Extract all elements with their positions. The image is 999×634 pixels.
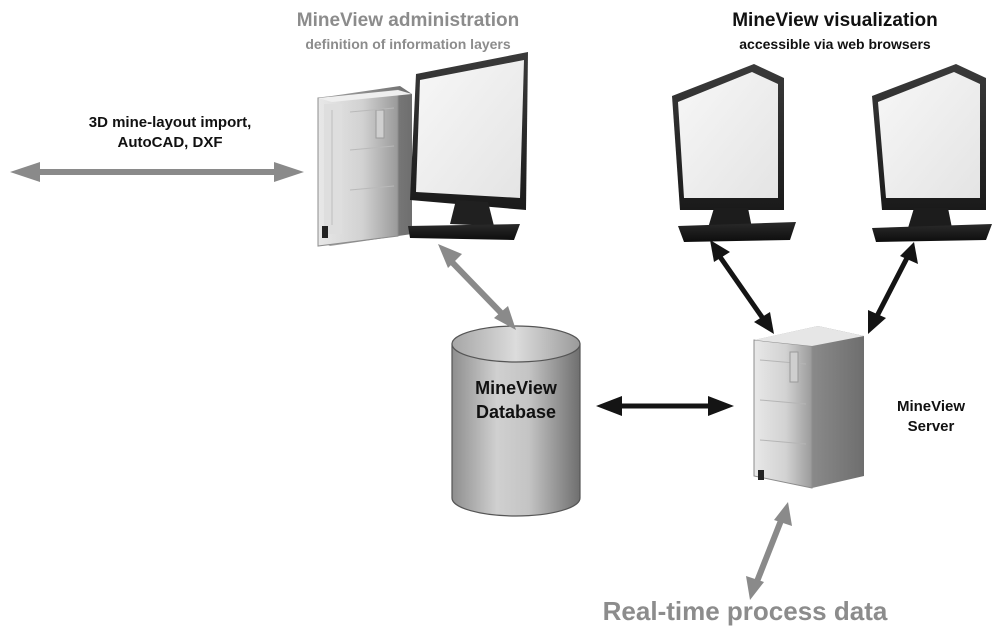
admin-title: MineView administration bbox=[296, 10, 520, 31]
admin-tower bbox=[317, 86, 412, 247]
visualization-subtitle: accessible via web browsers bbox=[739, 36, 931, 52]
database-cylinder bbox=[451, 325, 581, 517]
import-label-line1: 3D mine-layout import, bbox=[88, 114, 252, 131]
server-tower bbox=[753, 326, 864, 489]
client-monitor-2 bbox=[872, 64, 992, 242]
import-arrow bbox=[10, 162, 304, 182]
realtime-server-arrow bbox=[746, 502, 792, 600]
server-label-line2: Server bbox=[907, 418, 955, 435]
monitor1-server-arrow bbox=[710, 240, 774, 334]
client-monitor-1 bbox=[672, 64, 796, 242]
database-label-line1: MineView bbox=[475, 378, 557, 398]
admin-monitor bbox=[408, 52, 528, 240]
admin-database-arrow bbox=[438, 244, 516, 330]
realtime-label: Real-time process data bbox=[602, 596, 888, 626]
database-server-arrow bbox=[596, 396, 734, 416]
admin-subtitle: definition of information layers bbox=[305, 36, 511, 52]
visualization-title: MineView visualization bbox=[732, 10, 938, 31]
database-label-line2: Database bbox=[475, 402, 557, 422]
monitor2-server-arrow bbox=[868, 242, 918, 334]
import-label-line2: AutoCAD, DXF bbox=[117, 134, 223, 151]
server-label-line1: MineView bbox=[896, 398, 966, 415]
